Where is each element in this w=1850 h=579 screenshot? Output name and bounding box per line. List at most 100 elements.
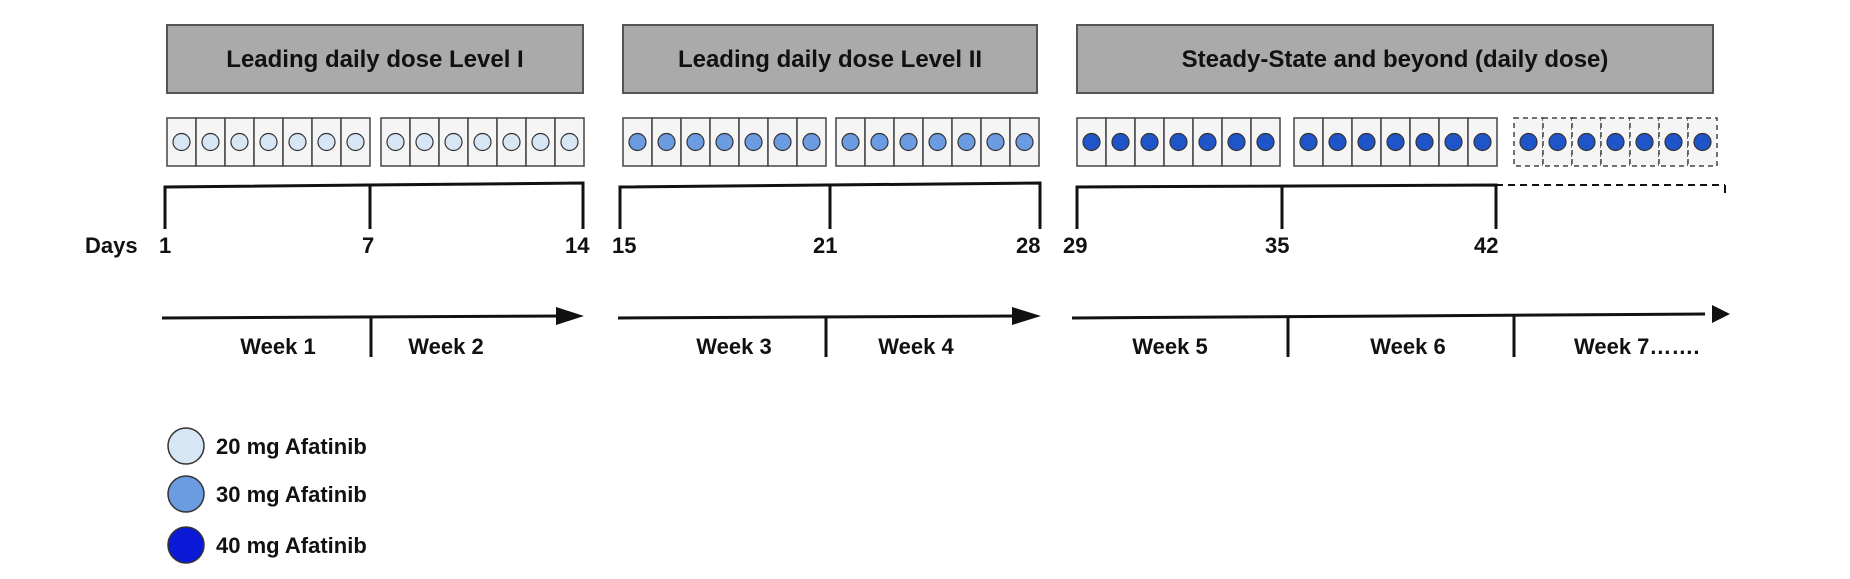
- pill-dot-30mg: [899, 132, 918, 152]
- pill-dot-30mg: [628, 132, 647, 152]
- pill-strip-5: [1076, 117, 1281, 167]
- pill-dot-30mg: [928, 132, 947, 152]
- pill-dot-30mg: [870, 132, 889, 152]
- pill-dot-40mg: [1664, 132, 1683, 152]
- pill-dot-30mg: [773, 132, 792, 152]
- day-bracket-1: [163, 181, 585, 229]
- days-prefix-label: Days: [85, 233, 138, 258]
- pill-dot-20mg: [473, 132, 492, 152]
- pill-strip-2: [380, 117, 585, 167]
- pill-dot-30mg: [957, 132, 976, 152]
- pill-strip-3: [622, 117, 827, 167]
- timeline-arrow-3: [1071, 312, 1706, 320]
- pill-dot-40mg: [1386, 132, 1405, 152]
- pill-dot-40mg: [1169, 132, 1188, 152]
- pill-dot-20mg: [560, 132, 579, 152]
- day-label-14: 14: [565, 233, 590, 258]
- pill-cell: [738, 117, 769, 167]
- pill-dot-30mg: [841, 132, 860, 152]
- pill-dot-20mg: [444, 132, 463, 152]
- pill-dot-30mg: [686, 132, 705, 152]
- timeline-arrow-2: [617, 314, 1019, 320]
- pill-dot-20mg: [346, 132, 365, 152]
- pill-strip-6: [1293, 117, 1498, 167]
- pill-dot-30mg: [986, 132, 1005, 152]
- day-label-7: 7: [362, 233, 374, 258]
- phase-title-1: Leading daily dose Level I: [226, 46, 523, 73]
- pill-cell: [282, 117, 313, 167]
- pill-dot-40mg: [1577, 132, 1596, 152]
- pill-dot-20mg: [288, 132, 307, 152]
- pill-dot-40mg: [1606, 132, 1625, 152]
- phase-title-2: Leading daily dose Level II: [678, 46, 982, 73]
- legend-swatch-30mg: [167, 475, 205, 513]
- day-brackets: [163, 181, 1726, 229]
- pill-dot-40mg: [1444, 132, 1463, 152]
- legend-label-40mg: 40 mg Afatinib: [216, 533, 367, 558]
- pill-cell: [1600, 117, 1631, 167]
- day-labels: Days 1 7 14 15 21 28 29 35 42: [85, 233, 1498, 258]
- pill-dot-20mg: [317, 132, 336, 152]
- week-label-5: Week 5: [1132, 334, 1207, 359]
- pill-dot-40mg: [1082, 132, 1101, 152]
- pill-dot-40mg: [1473, 132, 1492, 152]
- pill-cell: [835, 117, 866, 167]
- pill-dot-20mg: [172, 132, 191, 152]
- week-label-7: Week 7…….: [1574, 334, 1700, 359]
- week-labels: Week 1 Week 2 Week 3 Week 4 Week 5 Week …: [240, 334, 1699, 359]
- week-label-3: Week 3: [696, 334, 771, 359]
- pill-dot-20mg: [386, 132, 405, 152]
- pill-dot-30mg: [657, 132, 676, 152]
- phase-box-3: [1076, 24, 1714, 94]
- pill-dot-20mg: [531, 132, 550, 152]
- pill-cell: [1542, 117, 1573, 167]
- week-label-4: Week 4: [878, 334, 954, 359]
- arrowhead-3: [1712, 305, 1730, 323]
- week-label-6: Week 6: [1370, 334, 1445, 359]
- arrowhead-1: [556, 307, 584, 325]
- pill-dot-20mg: [259, 132, 278, 152]
- pill-dot-30mg: [802, 132, 821, 152]
- pill-dot-40mg: [1635, 132, 1654, 152]
- legend: 20 mg Afatinib 30 mg Afatinib 40 mg Afat…: [167, 427, 367, 564]
- legend-label-30mg: 30 mg Afatinib: [216, 482, 367, 507]
- pill-dot-40mg: [1415, 132, 1434, 152]
- phase-title-3: Steady-State and beyond (daily dose): [1182, 46, 1609, 73]
- pill-dot-20mg: [502, 132, 521, 152]
- pill-dot-40mg: [1256, 132, 1275, 152]
- day-bracket-3: [1075, 183, 1498, 229]
- week-label-2: Week 2: [408, 334, 483, 359]
- legend-swatch-40mg: [167, 526, 205, 564]
- day-label-1: 1: [159, 233, 171, 258]
- pill-dot-40mg: [1111, 132, 1130, 152]
- pill-cell: [1351, 117, 1382, 167]
- timeline-arrow-1: [161, 314, 563, 320]
- pill-cell: [1134, 117, 1165, 167]
- pill-dot-40mg: [1198, 132, 1217, 152]
- arrowhead-2: [1012, 307, 1041, 325]
- day-label-42: 42: [1474, 233, 1498, 258]
- day-label-21: 21: [813, 233, 837, 258]
- pill-strip-1: [166, 117, 371, 167]
- pill-dot-20mg: [415, 132, 434, 152]
- pill-cell: [467, 117, 498, 167]
- pill-dot-40mg: [1299, 132, 1318, 152]
- phase-box-1: [166, 24, 584, 94]
- pill-dot-30mg: [744, 132, 763, 152]
- pill-dot-20mg: [201, 132, 220, 152]
- day-label-28: 28: [1016, 233, 1040, 258]
- day-label-29: 29: [1063, 233, 1087, 258]
- legend-label-20mg: 20 mg Afatinib: [216, 434, 367, 459]
- pill-strip-4: [835, 117, 1040, 167]
- legend-swatch-20mg: [167, 427, 205, 465]
- pill-dot-40mg: [1693, 132, 1712, 152]
- phase-headers: Leading daily dose Level I Leading daily…: [166, 24, 1714, 94]
- pill-dot-40mg: [1140, 132, 1159, 152]
- pill-dot-20mg: [230, 132, 249, 152]
- phase-box-2: [622, 24, 1038, 94]
- pill-dot-40mg: [1357, 132, 1376, 152]
- week-timelines: [161, 305, 1730, 357]
- pill-dot-30mg: [1015, 132, 1034, 152]
- pill-strip-7: [1513, 117, 1718, 167]
